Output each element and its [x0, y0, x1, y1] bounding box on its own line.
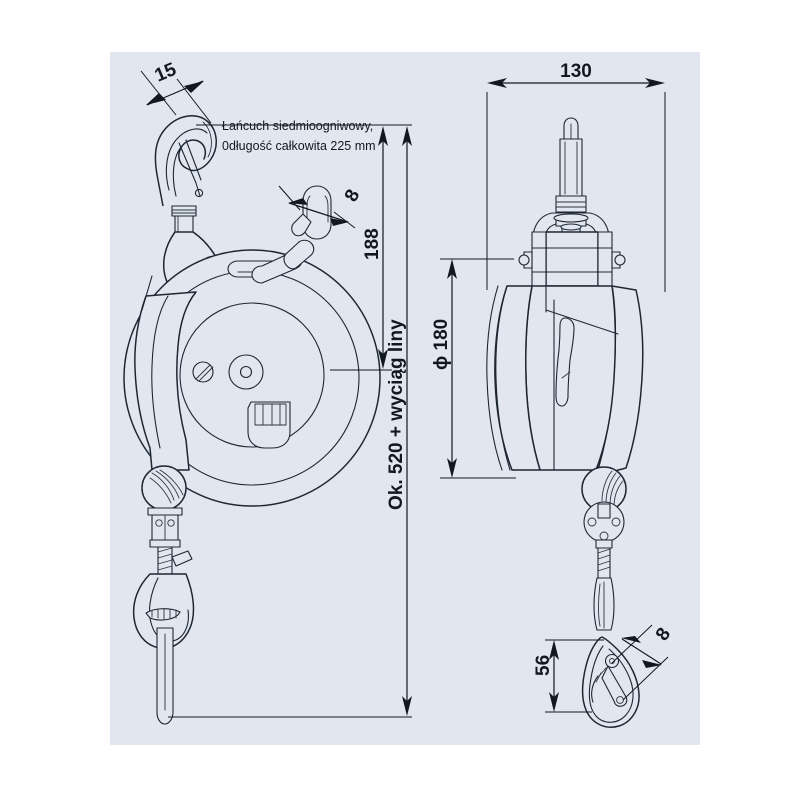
chain-links — [227, 185, 332, 284]
balancer-housing — [123, 231, 381, 507]
dimension-56: 56 — [533, 639, 604, 713]
side-top-plate — [518, 231, 626, 287]
dimension-188-label: 188 — [362, 228, 383, 260]
side-view — [486, 117, 644, 728]
rope-assembly-front — [132, 465, 195, 725]
top-hook — [154, 115, 217, 233]
dimension-130: 130 — [486, 61, 666, 292]
dimension-total-length-label: Ok. 520 + wyciąg liny — [386, 319, 407, 510]
chain-note-line1: Łańcuch siedmioogniwowy, — [222, 119, 373, 133]
dimension-diameter-180: ϕ 180 — [431, 258, 516, 479]
rope-assembly-side — [581, 466, 627, 631]
dimension-hook-width: 15 — [140, 59, 212, 124]
side-hook-shank — [555, 117, 587, 213]
dimension-56-label: 56 — [533, 655, 554, 676]
dimension-15-label: 15 — [152, 59, 180, 87]
chain-note-line2: 0długość całkowita 225 mm — [222, 139, 376, 153]
front-view — [123, 115, 381, 725]
carabiner — [581, 636, 640, 728]
dimension-8-chain-label: 8 — [341, 186, 365, 205]
chain-note: Łańcuch siedmioogniwowy, 0długość całkow… — [222, 119, 376, 153]
dimension-total-length: Ok. 520 + wyciąg liny — [386, 126, 412, 716]
extension-lines-front — [168, 124, 412, 718]
side-casing — [486, 285, 644, 477]
dimension-130-label: 130 — [560, 61, 592, 82]
dimension-8-carabiner-label: 8 — [652, 624, 675, 645]
dimension-180-label: ϕ 180 — [431, 319, 452, 370]
dimension-188: 188 — [362, 126, 388, 369]
